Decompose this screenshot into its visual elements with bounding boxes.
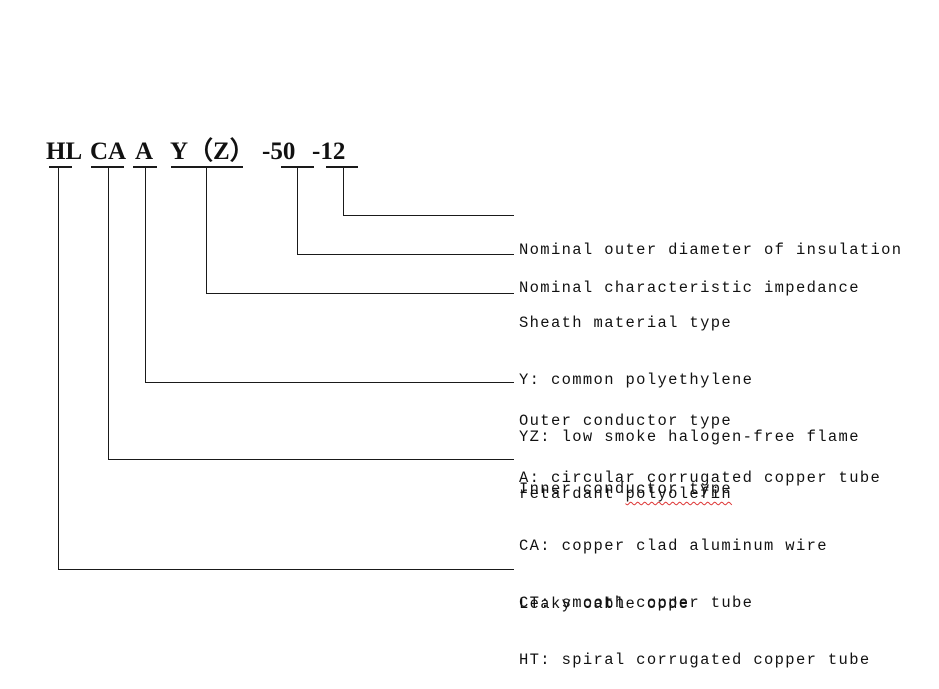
underline-12	[326, 166, 358, 168]
label-line: CT: smooth copper tube	[519, 594, 754, 612]
leader-12-arm	[343, 215, 514, 216]
label-line: A: circular corrugated copper tube	[519, 469, 882, 487]
leader-50-stem	[297, 167, 298, 255]
label-line: CA: copper clad aluminum wire	[519, 537, 828, 555]
label-line: HT: spiral corrugated copper tube	[519, 651, 871, 669]
spellcheck-word: polyolefin	[625, 485, 733, 503]
code-50: -50	[262, 138, 296, 165]
label-cable-code: Leaky cable code	[519, 557, 689, 633]
label-title: Sheath material type	[519, 314, 733, 332]
leader-ca-stem	[108, 167, 109, 460]
label-line: YZ: low smoke halogen-free flame	[519, 428, 860, 446]
underline-ca	[91, 166, 124, 168]
leader-ca-arm	[108, 459, 514, 460]
leader-hl-arm	[58, 569, 514, 570]
underline-hl	[49, 166, 72, 168]
label-sheath: Sheath material type Y: common polyethyl…	[519, 276, 860, 523]
label-impedance: Nominal characteristic impedance	[519, 241, 860, 317]
code-a: A	[135, 138, 154, 165]
leader-hl-stem	[58, 167, 59, 570]
label-outer-diameter: Nominal outer diameter of insulation	[519, 203, 902, 279]
code-ca: CA	[90, 138, 127, 165]
leader-yz-arm	[206, 293, 514, 294]
label-line: Y: common polyethylene	[519, 371, 754, 389]
label-title: Inner conductor type	[519, 480, 733, 498]
label-line: Leaky cable code	[519, 595, 690, 613]
label-line: Nominal characteristic impedance	[519, 279, 860, 297]
label-title: Outer conductor type	[519, 412, 733, 430]
code-yz: Y（Z）	[170, 138, 255, 165]
label-line: retardant polyolefin	[519, 485, 860, 504]
label-fragment: retardant	[519, 485, 626, 503]
leader-50-arm	[297, 254, 514, 255]
code-hl: HL	[46, 138, 83, 165]
leader-a-stem	[145, 167, 146, 383]
code-12: -12	[312, 138, 346, 165]
leader-yz-stem	[206, 167, 207, 294]
label-line: Nominal outer diameter of insulation	[519, 241, 903, 259]
underline-yz	[171, 166, 243, 168]
label-outer-conductor: Outer conductor type A: circular corruga…	[519, 374, 881, 507]
leader-12-stem	[343, 167, 344, 216]
leader-a-arm	[145, 382, 514, 383]
label-inner-conductor: Inner conductor type CA: copper clad alu…	[519, 442, 871, 689]
